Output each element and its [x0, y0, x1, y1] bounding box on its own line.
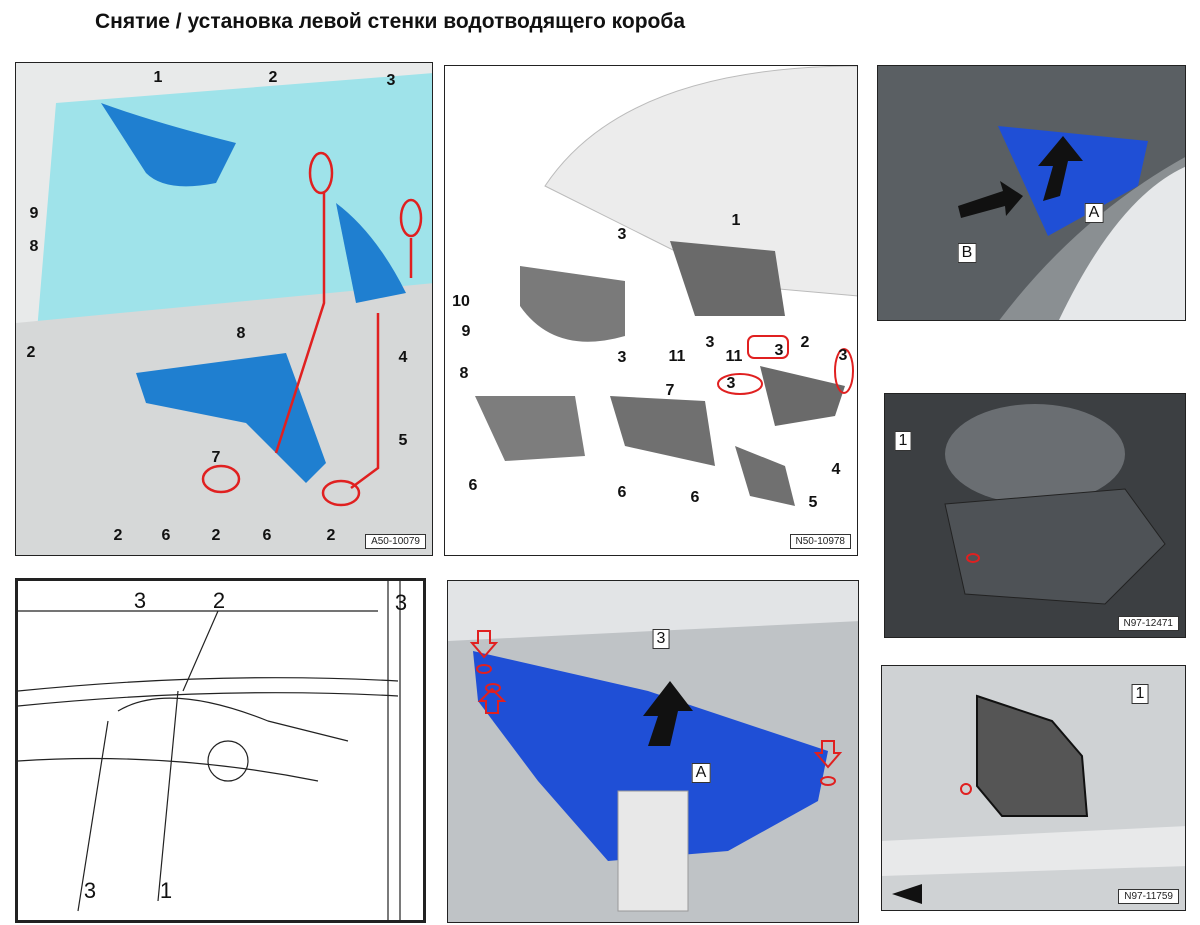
figure-code: N50-10978 — [789, 534, 851, 549]
arrow-label-b: B — [957, 243, 977, 263]
callout: 3 — [617, 226, 627, 243]
callout: 5 — [808, 494, 818, 511]
callout: 1 — [159, 878, 173, 903]
callout: 7 — [211, 449, 221, 466]
callout: 6 — [690, 489, 700, 506]
photo-removal-direction: A B — [877, 65, 1186, 321]
callout: 6 — [161, 527, 171, 544]
arrow-label-a: A — [1084, 203, 1104, 223]
page-title: Снятие / установка левой стенки водотвод… — [95, 10, 686, 33]
diagram-illustration — [16, 63, 432, 555]
line-illustration — [18, 581, 423, 920]
callout: 11 — [668, 348, 686, 365]
callout: 4 — [831, 461, 841, 478]
callout: 3 — [726, 375, 736, 392]
callout: 8 — [236, 325, 246, 342]
exploded-diagram-a50: 1 2 3 9 8 2 8 4 7 5 2 6 2 6 2 A50-10079 — [15, 62, 433, 556]
callout: 2 — [212, 588, 226, 613]
figure-code: N97-12471 — [1117, 616, 1179, 631]
callout: 8 — [459, 365, 469, 382]
photo-illustration — [878, 66, 1185, 320]
figure-code: A50-10079 — [365, 534, 426, 549]
callout: 3 — [705, 334, 715, 351]
callout: 6 — [617, 484, 627, 501]
callout: 1 — [894, 431, 912, 451]
callout: 6 — [262, 527, 272, 544]
photo-illustration — [885, 394, 1185, 637]
callout: 5 — [398, 432, 408, 449]
photo-component-1: 1 N97-12471 — [884, 393, 1186, 638]
callout: 3 — [133, 588, 147, 613]
callout: 3 — [652, 629, 670, 649]
arrow-label-a: A — [691, 763, 711, 783]
callout: 6 — [468, 477, 478, 494]
line-drawing: 3 2 3 3 1 — [15, 578, 426, 923]
callout: 2 — [211, 527, 221, 544]
callout: 3 — [394, 590, 408, 615]
callout: 11 — [725, 348, 743, 365]
callout: 2 — [800, 334, 810, 351]
callout: 4 — [398, 349, 408, 366]
callout: 7 — [665, 382, 675, 399]
photo-blue-panel: 3 A — [447, 580, 859, 923]
callout: 10 — [452, 293, 470, 310]
callout: 3 — [838, 347, 848, 364]
callout: 9 — [461, 323, 471, 340]
figure-code: N97-11759 — [1118, 889, 1179, 904]
exploded-diagram-n50: 1 3 10 9 3 11 3 11 3 2 3 3 8 7 6 6 6 5 4… — [444, 65, 858, 556]
callout: 1 — [731, 212, 741, 229]
callout: 3 — [83, 878, 97, 903]
callout: 2 — [26, 344, 36, 361]
callout: 1 — [153, 69, 163, 86]
callout: 1 — [1131, 684, 1149, 704]
callout: 3 — [774, 342, 784, 359]
callout: 2 — [268, 69, 278, 86]
callout: 2 — [326, 527, 336, 544]
callout: 2 — [113, 527, 123, 544]
photo-illustration — [882, 666, 1185, 910]
diagram-illustration — [445, 66, 857, 555]
callout: 3 — [617, 349, 627, 366]
callout: 9 — [29, 205, 39, 222]
callout: 3 — [386, 72, 396, 89]
callout: 8 — [29, 238, 39, 255]
photo-component-1-view2: 1 N97-11759 — [881, 665, 1186, 911]
